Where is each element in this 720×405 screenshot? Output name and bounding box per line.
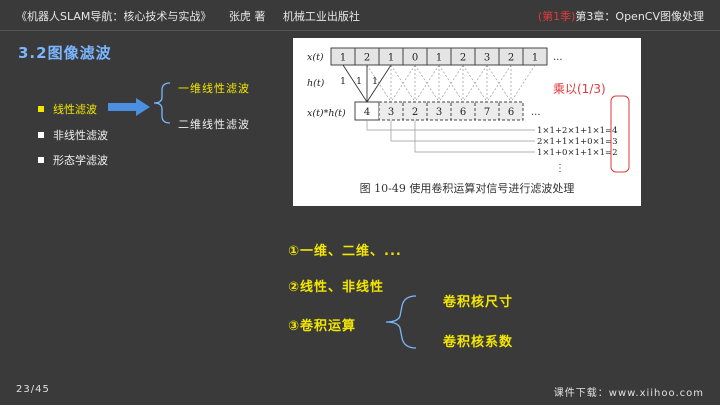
left-brace-icon: [385, 295, 417, 349]
result-value: 2: [412, 107, 418, 118]
conv-kernel-coeff: 卷积核系数: [443, 335, 514, 350]
kernel-connector: [510, 64, 536, 103]
result-value: 3: [388, 107, 394, 118]
header-right: (第1季)第3章：OpenCV图像处理: [538, 8, 704, 24]
kernel-connector: [414, 64, 440, 103]
kernel-connector: [366, 64, 392, 103]
nav-item-morphology-filter[interactable]: 形态学滤波: [38, 152, 108, 168]
kernel-connector: [462, 64, 488, 103]
section-title: 3.2图像滤波: [18, 44, 112, 62]
right-arrow-icon: [108, 98, 150, 116]
signal-value: 1: [436, 53, 442, 64]
signal-value: 0: [412, 53, 418, 64]
kernel-connector: [390, 64, 416, 103]
equation: 1×1+0×1+1×1=2: [537, 148, 618, 158]
sub-item-1d-linear[interactable]: 一维线性滤波: [178, 82, 250, 95]
square-bullet-icon: [38, 157, 44, 163]
signal-value: 2: [460, 53, 466, 64]
result-value: 7: [484, 107, 490, 118]
figure-caption: 图 10-49 使用卷积运算对信号进行滤波处理: [359, 182, 575, 195]
equation: 2×1+1×1+0×1=3: [537, 137, 618, 147]
point-convolution: ③卷积运算: [288, 319, 357, 334]
left-brace-icon: [153, 82, 171, 124]
kernel-connector: [390, 64, 416, 103]
result-value: 6: [508, 107, 514, 118]
row-label: x(t)*h(t): [307, 108, 346, 119]
chapter-label: 第3章：OpenCV图像处理: [575, 10, 704, 23]
signal-value: 1: [340, 53, 346, 64]
result-value: 3: [436, 107, 442, 118]
result-value: 6: [460, 107, 466, 118]
equation-leader: [414, 120, 535, 153]
kernel-value: 1: [340, 76, 346, 87]
slide-header: 《机器人SLAM导航：核心技术与实战》 张虎 著 机械工业出版社 (第1季)第3…: [0, 0, 720, 30]
result-ellipsis: ...: [531, 107, 541, 118]
conv-kernel-size: 卷积核尺寸: [443, 295, 514, 310]
kernel-connector: [438, 64, 464, 103]
equation-ellipsis: ⋮: [555, 163, 565, 174]
nav-item-nonlinear-filter[interactable]: 非线性滤波: [38, 127, 108, 143]
season-label: (第1季): [537, 10, 576, 23]
kernel-connector: [414, 64, 440, 103]
signal-value: 1: [532, 53, 538, 64]
scale-annotation: 乘以(1/3): [553, 82, 606, 96]
equation: 1×1+2×1+1×1=4: [537, 126, 618, 136]
author: 张虎 著: [228, 10, 266, 23]
nav-item-linear-filter[interactable]: 线性滤波: [38, 101, 97, 117]
nav-item-label: 线性滤波: [53, 103, 97, 116]
signal-ellipsis: ...: [553, 52, 563, 63]
nav-item-label: 非线性滤波: [53, 129, 108, 142]
kernel-connector: [486, 64, 512, 103]
header-left: 《机器人SLAM导航：核心技术与实战》 张虎 著 机械工业出版社: [16, 8, 374, 24]
kernel-connector: [462, 64, 488, 103]
row-label: h(t): [307, 78, 325, 89]
kernel-connector: [438, 64, 464, 103]
sub-item-2d-linear[interactable]: 二维线性滤波: [178, 118, 250, 131]
equation-leader: [366, 120, 535, 131]
download-link[interactable]: 课件下载：www.xiihoo.com: [553, 388, 704, 399]
kernel-connector: [486, 64, 512, 103]
publisher: 机械工业出版社: [282, 10, 360, 23]
highlight-box: [610, 95, 630, 173]
point-dimensions: ①一维、二维、...: [288, 244, 402, 259]
kernel-connector: [366, 64, 392, 103]
signal-value: 2: [508, 53, 514, 64]
square-bullet-icon: [38, 106, 44, 112]
signal-value: 3: [484, 53, 490, 64]
signal-value: 2: [364, 53, 370, 64]
nav-item-label: 形态学滤波: [53, 154, 108, 167]
kernel-connector: [342, 64, 368, 103]
point-linearity: ②线性、非线性: [288, 280, 385, 295]
square-bullet-icon: [38, 132, 44, 138]
book-title: 《机器人SLAM导航：核心技术与实战》: [16, 10, 212, 23]
row-label: x(t): [307, 52, 324, 63]
signal-value: 1: [388, 53, 394, 64]
kernel-value: 1: [356, 76, 362, 87]
page-number: 23/45: [16, 384, 50, 395]
result-value: 4: [364, 107, 370, 118]
header-divider: [0, 30, 720, 31]
equation-leader: [390, 120, 535, 142]
kernel-value: 1: [372, 76, 378, 87]
